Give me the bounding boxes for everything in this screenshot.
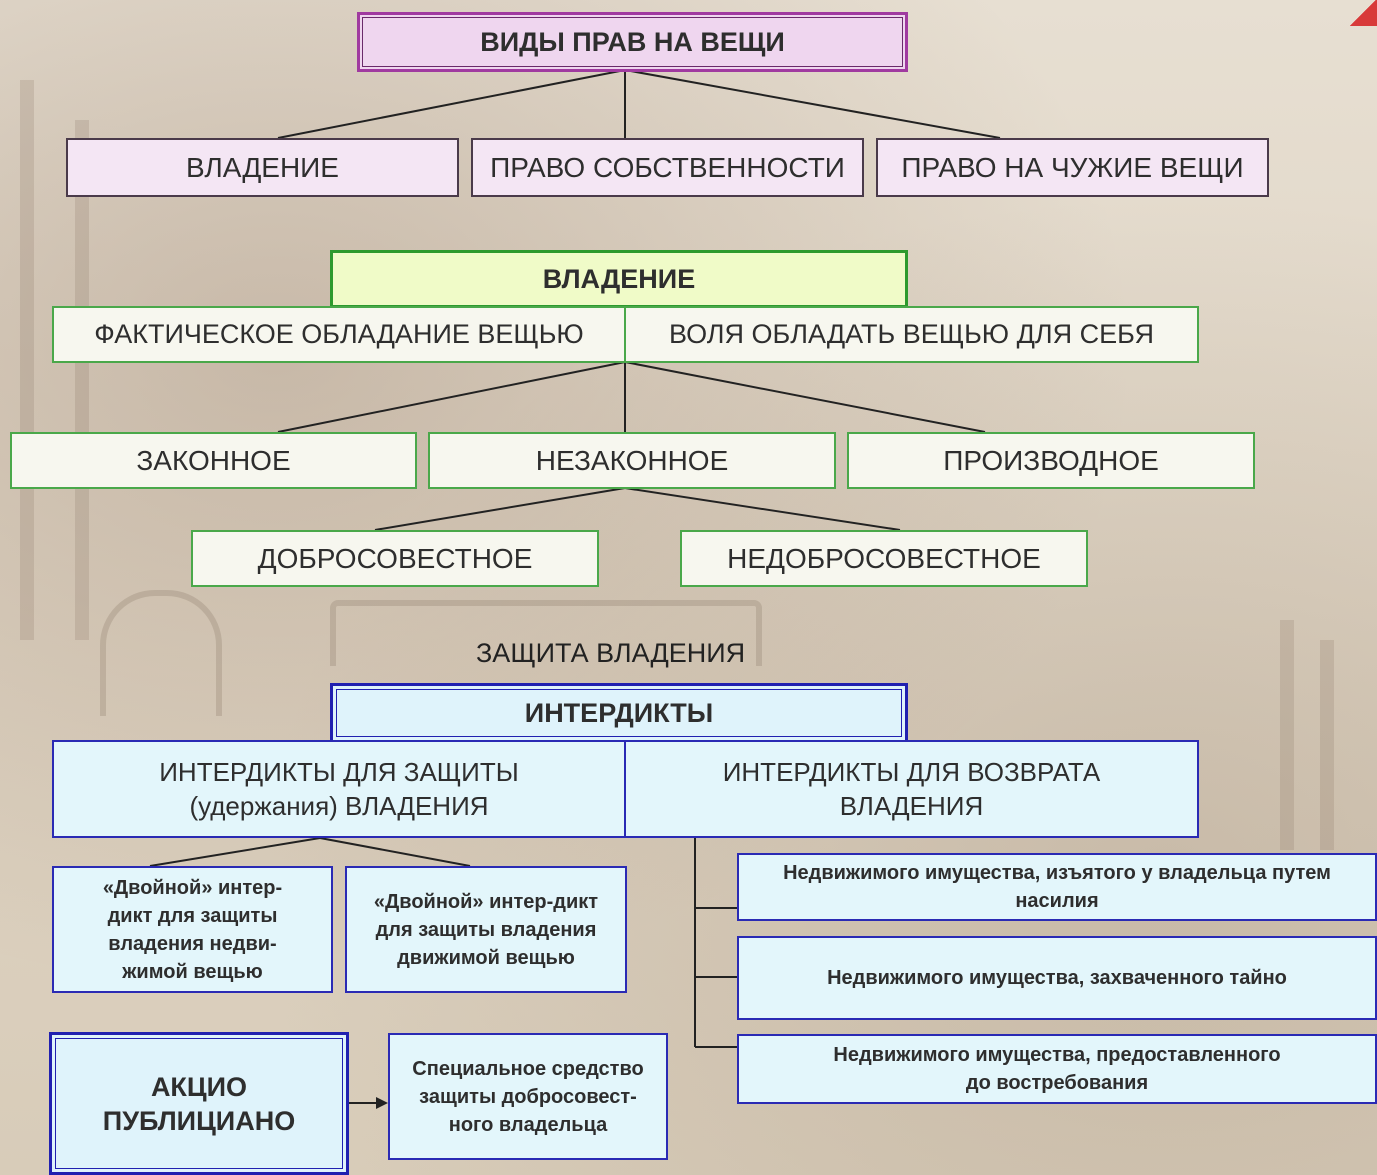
recovery-secret-box: Недвижимого имущества, захваченного тайн… — [737, 936, 1377, 1020]
bad-faith-box: НЕДОБРОСОВЕСТНОЕ — [680, 530, 1088, 587]
background-arch — [330, 600, 762, 666]
recovery-interdicts-box: ИНТЕРДИКТЫ ДЛЯ ВОЗВРАТА ВЛАДЕНИЯ — [624, 740, 1199, 838]
will-to-hold-box: ВОЛЯ ОБЛАДАТЬ ВЕЩЬЮ ДЛЯ СЕБЯ — [624, 306, 1199, 363]
background-column — [75, 120, 89, 640]
actio-publiciana-box: АКЦИО ПУБЛИЦИАНО — [49, 1032, 349, 1175]
possession-title: ВЛАДЕНИЕ — [330, 250, 908, 308]
background-column — [1320, 640, 1334, 850]
recovery-precarium-box: Недвижимого имущества, предоставленного … — [737, 1034, 1377, 1104]
immovable-double-interdict-box: «Двойной» интер-дикт для защиты владения… — [52, 866, 333, 993]
retention-interdicts-box: ИНТЕРДИКТЫ ДЛЯ ЗАЩИТЫ (удержания) ВЛАДЕН… — [52, 740, 626, 838]
others-things-right-box: ПРАВО НА ЧУЖИЕ ВЕЩИ — [876, 138, 1269, 197]
background-column — [20, 80, 34, 640]
lawful-box: ЗАКОННОЕ — [10, 432, 417, 489]
background-arch — [100, 590, 222, 716]
actual-holding-box: ФАКТИЧЕСКОЕ ОБЛАДАНИЕ ВЕЩЬЮ — [52, 306, 626, 363]
ownership-right-box: ПРАВО СОБСТВЕННОСТИ — [471, 138, 864, 197]
protection-label: ЗАЩИТА ВЛАДЕНИЯ — [476, 638, 746, 668]
unlawful-box: НЕЗАКОННОЕ — [428, 432, 836, 489]
movable-double-interdict-box: «Двойной» интер-дикт для защиты владения… — [345, 866, 627, 993]
recovery-violence-box: Недвижимого имущества, изъятого у владел… — [737, 853, 1377, 921]
possession-right-box: ВЛАДЕНИЕ — [66, 138, 459, 197]
corner-marker — [1349, 0, 1377, 26]
interdicts-title: ИНТЕРДИКТЫ — [330, 683, 908, 743]
derivative-box: ПРОИЗВОДНОЕ — [847, 432, 1255, 489]
good-faith-box: ДОБРОСОВЕСТНОЕ — [191, 530, 599, 587]
rights-types-title: ВИДЫ ПРАВ НА ВЕЩИ — [357, 12, 908, 72]
good-faith-protection-box: Специальное средство защиты добросовест-… — [388, 1033, 668, 1160]
background-column — [1280, 620, 1294, 850]
